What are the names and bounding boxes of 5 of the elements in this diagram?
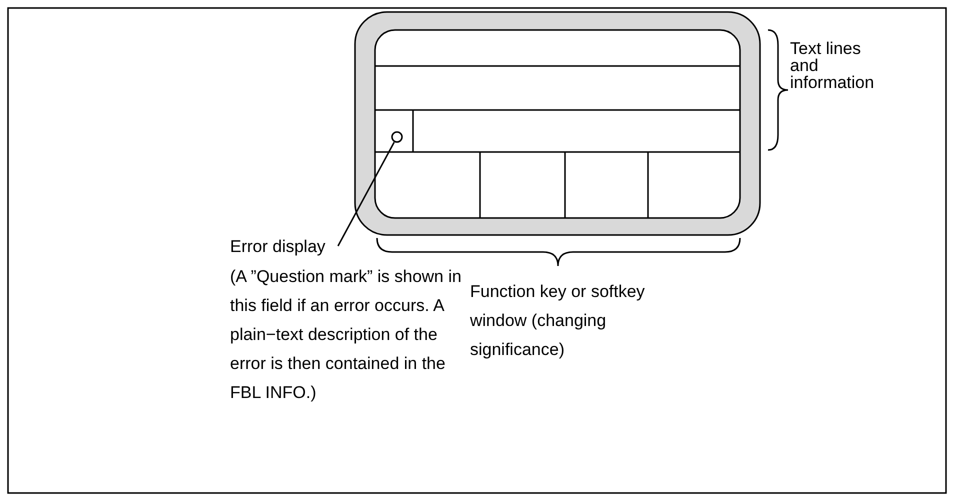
error-indicator-circle (391, 131, 403, 143)
note-text: (A ”Question mark” is shown in this field if an error occurs. A plain−text description of the error is then contained in the FBL INFO.) (230, 266, 462, 404)
leader-line (337, 142, 395, 246)
annotation-text: Function key or softkey window (changing significance) (470, 281, 646, 361)
callout-text: Error display (230, 232, 326, 261)
